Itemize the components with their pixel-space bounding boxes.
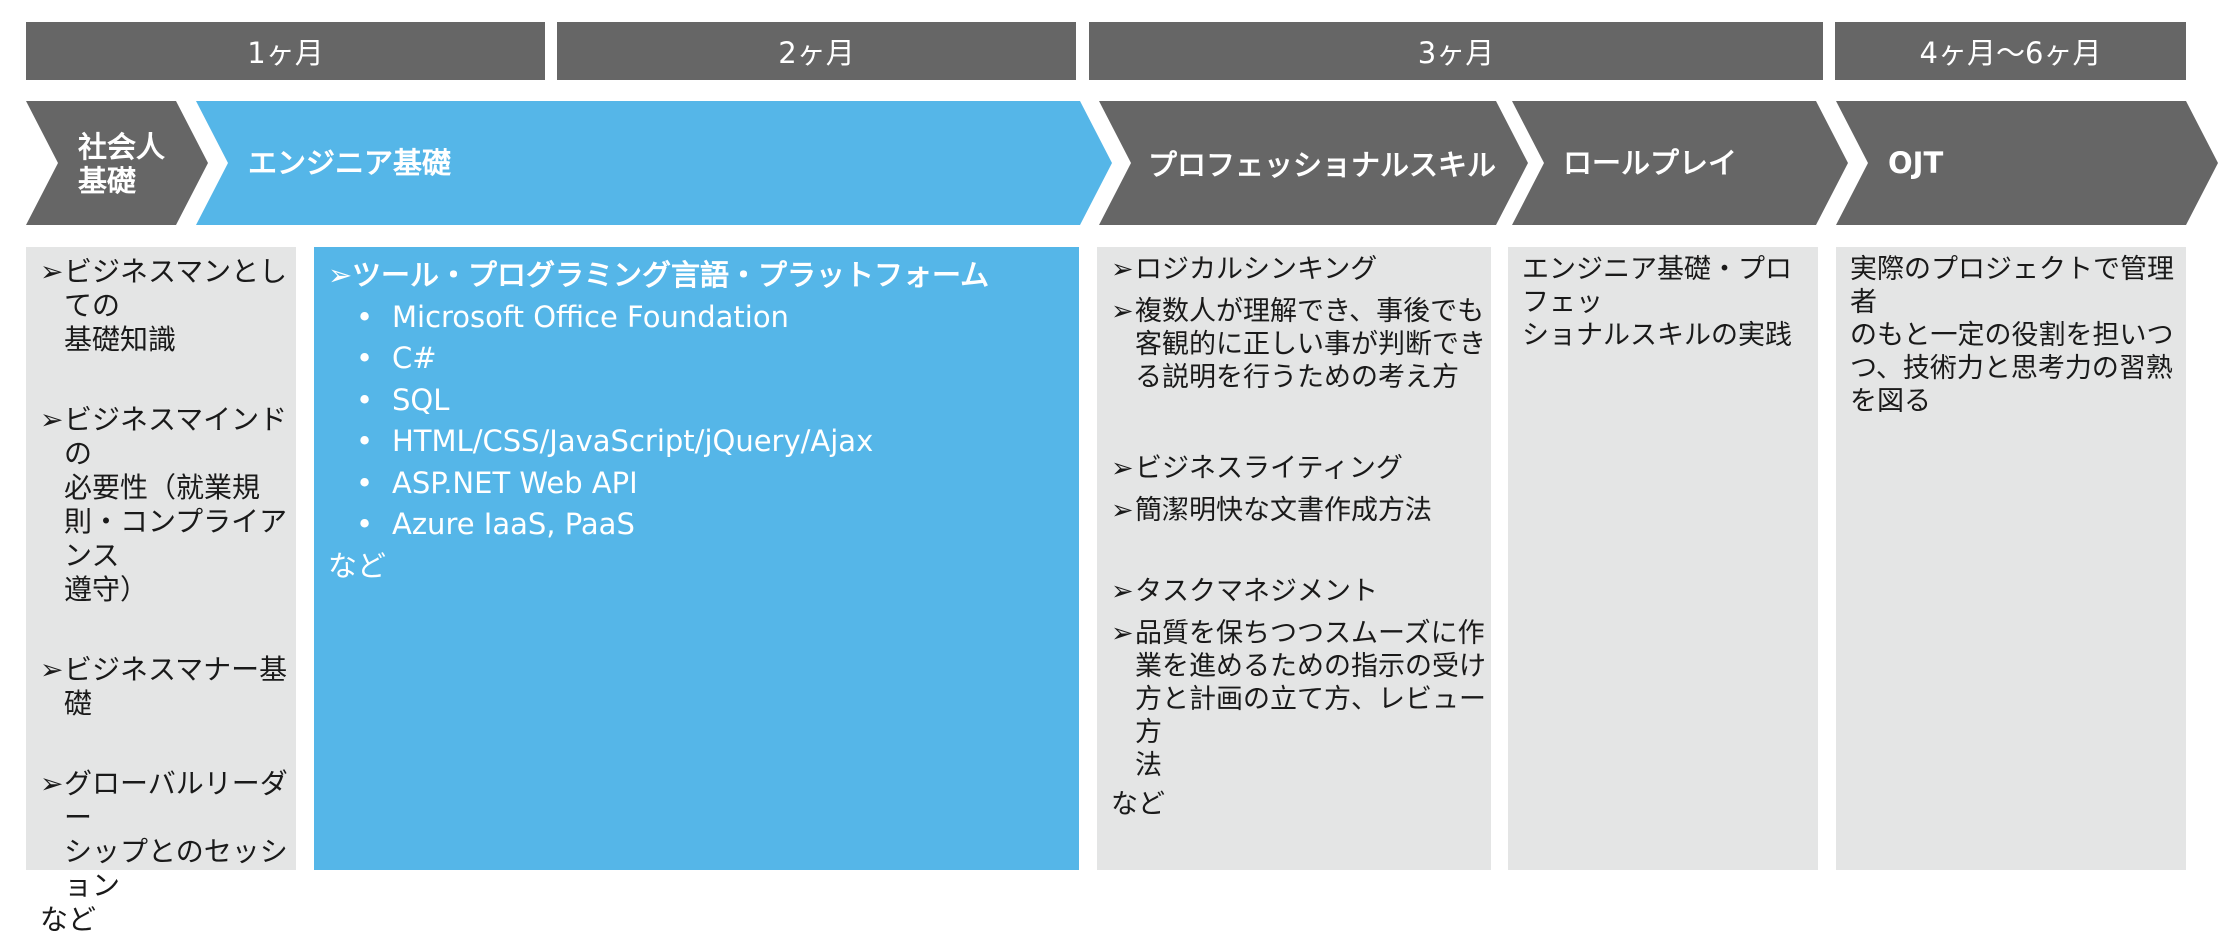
item-line: タスクマネジメント xyxy=(1135,576,1378,607)
period-label: 4ヶ月～6ヶ月 xyxy=(1919,36,2102,70)
bullet-text: ASP.NET Web API xyxy=(392,465,638,500)
period-3-months: 3ヶ月 xyxy=(1089,22,1823,80)
period-1-month: 1ヶ月 xyxy=(26,22,545,80)
item-line: ビジネスマナー基礎 xyxy=(64,653,288,720)
bullet-dot-icon: • xyxy=(356,299,374,334)
panel-shakaijin: ➢ ビジネスマンとしての 基礎知識 ➢ ビジネスマインドの 必要性（就業規 則・… xyxy=(26,247,296,936)
arrow-bullet-icon: ➢ xyxy=(1111,254,1134,285)
arrow-bullet-icon: ➢ xyxy=(1111,576,1134,607)
panel-engineer: ➢ ツール・プログラミング言語・プラットフォーム • Microsoft Offi… xyxy=(314,247,1079,870)
item-line: ビジネスマインドの xyxy=(64,403,288,470)
chevron-engineer xyxy=(196,101,1112,225)
panel-line: のもと一定の役割を担いつ xyxy=(1850,320,2174,351)
item-line: 基礎知識 xyxy=(64,323,177,356)
bullet-text: SQL xyxy=(392,382,450,417)
arrow-bullet-icon: ➢ xyxy=(40,653,64,686)
phase-professional-label: プロフェッショナルスキル xyxy=(1148,148,1497,182)
item-line: 複数人が理解でき、事後でも xyxy=(1135,296,1485,327)
list-item: ➢ ビジネスマナー基礎 xyxy=(40,653,296,721)
list-item: ➢ 複数人が理解でき、事後でも 客観的に正しい事が判断でき る説明を行うための考… xyxy=(1111,295,1491,394)
period-label: 1ヶ月 xyxy=(247,36,324,70)
item-line: る説明を行うための考え方 xyxy=(1135,362,1459,393)
phase-label-line: 社会人 xyxy=(78,130,166,164)
item-line: 法 xyxy=(1135,750,1162,781)
panel-line: ショナルスキルの実践 xyxy=(1522,320,1792,351)
arrow-bullet-icon: ➢ xyxy=(1111,495,1134,526)
list-item: ➢ 簡潔明快な文書作成方法 xyxy=(1111,494,1491,527)
arrow-bullet-icon: ➢ xyxy=(1111,618,1134,649)
period-4-6-months: 4ヶ月～6ヶ月 xyxy=(1835,22,2186,80)
list-item: • C# xyxy=(328,338,1079,380)
arrow-bullet-icon: ➢ xyxy=(40,403,64,436)
panel-line: を図る xyxy=(1850,386,1931,417)
arrow-bullet-icon: ➢ xyxy=(40,255,64,288)
panel-professional: ➢ ロジカルシンキング ➢ 複数人が理解でき、事後でも 客観的に正しい事が判断で… xyxy=(1097,247,1491,870)
bullet-dot-icon: • xyxy=(356,465,374,500)
engineer-heading: ➢ ツール・プログラミング言語・プラットフォーム xyxy=(328,255,1079,297)
phase-shakaijin-label: 社会人 基礎 xyxy=(78,130,165,198)
arrow-bullet-icon: ➢ xyxy=(1111,296,1134,327)
item-line: 則・コンプライアンス xyxy=(64,505,288,572)
bullet-dot-icon: • xyxy=(356,382,374,417)
phase-engineer-label: エンジニア基礎 xyxy=(248,146,452,180)
list-item: • HTML/CSS/JavaScript/jQuery/Ajax xyxy=(328,421,1079,463)
period-2-months: 2ヶ月 xyxy=(557,22,1076,80)
panel-line: 実際のプロジェクトで管理者 xyxy=(1850,254,2174,318)
phase-label-line: 基礎 xyxy=(78,164,137,198)
bullet-text: Azure IaaS, PaaS xyxy=(392,507,635,541)
list-item: ➢ ビジネスライティング xyxy=(1111,452,1491,485)
period-label: 2ヶ月 xyxy=(778,36,855,70)
list-item: ➢ ロジカルシンキング xyxy=(1111,253,1491,286)
chevron-shakaijin xyxy=(26,101,208,225)
item-line: 必要性（就業規 xyxy=(64,471,261,504)
item-line: ロジカルシンキング xyxy=(1135,254,1378,285)
period-label: 3ヶ月 xyxy=(1417,36,1495,70)
item-line: 業を進めるための指示の受け xyxy=(1135,651,1486,682)
list-item: • Microsoft Office Foundation xyxy=(328,297,1079,339)
chevron-professional xyxy=(1099,101,1528,225)
list-item: • SQL xyxy=(328,380,1079,422)
chevron-ojt xyxy=(1836,101,2218,225)
list-item: • ASP.NET Web API xyxy=(328,463,1079,505)
bullet-text: C# xyxy=(392,341,437,375)
item-line: シップとのセッション xyxy=(64,835,288,902)
list-item: ➢ ビジネスマンとしての 基礎知識 xyxy=(40,255,296,357)
item-line: 客観的に正しい事が判断でき xyxy=(1135,329,1486,360)
phase-roleplay-label: ロールプレイ xyxy=(1563,146,1738,180)
bullet-dot-icon: • xyxy=(356,341,374,375)
etc-text: など xyxy=(40,903,97,936)
etc-text: など xyxy=(1111,789,1165,820)
item-line: 品質を保ちつつスムーズに作 xyxy=(1135,618,1485,649)
heading-text: ツール・プログラミング言語・プラットフォーム xyxy=(352,258,990,292)
bullet-text: HTML/CSS/JavaScript/jQuery/Ajax xyxy=(392,424,874,458)
arrow-bullet-icon: ➢ xyxy=(40,767,64,800)
panel-ojt: 実際のプロジェクトで管理者 のもと一定の役割を担いつ つ、技術力と思考力の習熟 … xyxy=(1836,247,2186,870)
bullet-dot-icon: • xyxy=(356,424,374,458)
bullet-text: Microsoft Office Foundation xyxy=(392,299,789,334)
bullet-dot-icon: • xyxy=(356,507,374,541)
phase-ojt-label: OJT xyxy=(1888,146,1944,180)
item-line: 簡潔明快な文書作成方法 xyxy=(1135,495,1432,526)
list-item: ➢ グローバルリーダー シップとのセッション xyxy=(40,767,296,903)
list-item: ➢ ビジネスマインドの 必要性（就業規 則・コンプライアンス 遵守） xyxy=(40,403,296,607)
list-item: • Azure IaaS, PaaS xyxy=(328,504,1079,546)
item-line: ビジネスライティング xyxy=(1135,453,1403,484)
phase-chevrons xyxy=(26,101,2218,225)
item-line: グローバルリーダー xyxy=(64,767,288,834)
etc-text: など xyxy=(328,548,387,583)
item-line: 遵守） xyxy=(64,573,149,606)
list-item: ➢ 品質を保ちつつスムーズに作 業を進めるための指示の受け 方と計画の立て方、レ… xyxy=(1111,617,1491,782)
item-line: ビジネスマンとしての xyxy=(64,255,288,322)
list-item: ➢ タスクマネジメント xyxy=(1111,575,1491,608)
item-line: 方と計画の立て方、レビュー方 xyxy=(1135,684,1486,748)
chevron-roleplay xyxy=(1512,101,1848,225)
arrow-bullet-icon: ➢ xyxy=(328,258,353,292)
panel-line: エンジニア基礎・プロフェッ xyxy=(1522,254,1792,318)
arrow-bullet-icon: ➢ xyxy=(1111,453,1134,484)
panel-line: つ、技術力と思考力の習熟 xyxy=(1850,353,2173,384)
panel-roleplay: エンジニア基礎・プロフェッ ショナルスキルの実践 xyxy=(1508,247,1818,870)
